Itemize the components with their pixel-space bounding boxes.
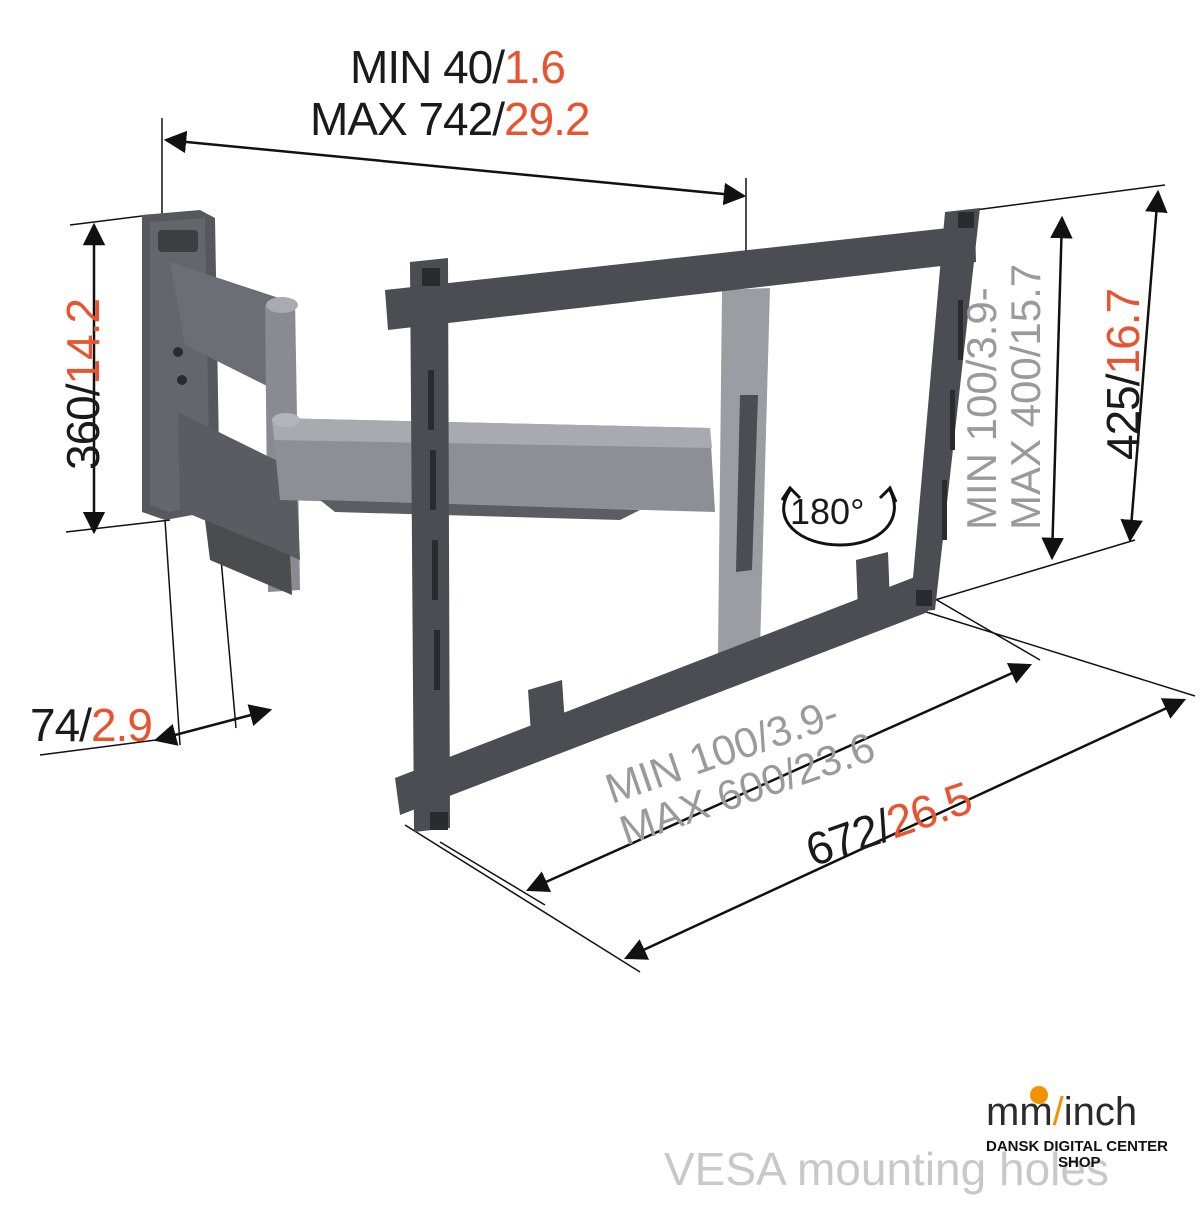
vesa-frame [385, 208, 980, 832]
rotation-label: 180° [790, 491, 865, 532]
main-arm [272, 413, 715, 520]
frame-height-label: 425/16.7 [1097, 288, 1149, 460]
wall-depth-base [39, 739, 157, 756]
vesa-vertical-max: MAX 400/15.7 [1002, 263, 1050, 530]
depth-min-label: MIN 40/1.6 [350, 41, 566, 93]
shop-logo: mm/inch DANSK DIGITAL CENTER SHOP [986, 1086, 1196, 1172]
vesa-vertical-label: MIN 100/3.9- MAX 400/15.7 [958, 170, 1050, 530]
height-label: 360/14.2 [57, 298, 109, 470]
tilt-spine [718, 288, 770, 655]
bracket-right [856, 552, 890, 612]
vesa-h-ext-right [929, 595, 1041, 661]
logo-wordmark: mm/inch [986, 1090, 1138, 1134]
footer-caption: VESA mounting holes [664, 1143, 1109, 1195]
frame-height-arrow [1120, 189, 1168, 543]
depth-arrow [163, 130, 747, 206]
frame-height-ext-bottom [934, 539, 1136, 601]
bracket-left [528, 680, 566, 748]
frame-width-ext-left [404, 824, 641, 973]
frame-height-ext-top [974, 184, 1166, 211]
frame-left-post [410, 258, 450, 832]
vesa-v-arrow [1041, 215, 1073, 561]
vesa-vertical-min: MIN 100/3.9- [958, 287, 1005, 530]
height-ext-top [69, 214, 151, 226]
vesa-h-arrow [525, 663, 1033, 892]
frame-top-rail [385, 225, 976, 330]
logo-subline-2: SHOP [1058, 1154, 1101, 1171]
rotation-arrow-icon [780, 485, 898, 547]
dimension-lines [39, 118, 1196, 973]
wall-depth-ext-left [164, 519, 181, 746]
depth-max-label: MAX 742/29.2 [310, 93, 591, 145]
logo-subline-1: DANSK DIGITAL CENTER [986, 1138, 1168, 1155]
height-ext-bottom [65, 519, 171, 533]
frame-width-ext-right [919, 609, 1196, 697]
lower-arm [178, 412, 300, 595]
wall-depth-label: 74/2.9 [30, 699, 153, 751]
logo-dot-icon [1030, 1086, 1048, 1104]
frame-bottom-rail [395, 575, 928, 815]
wall-depth-arrow [153, 704, 273, 746]
vesa-h-ext-left [439, 841, 546, 906]
